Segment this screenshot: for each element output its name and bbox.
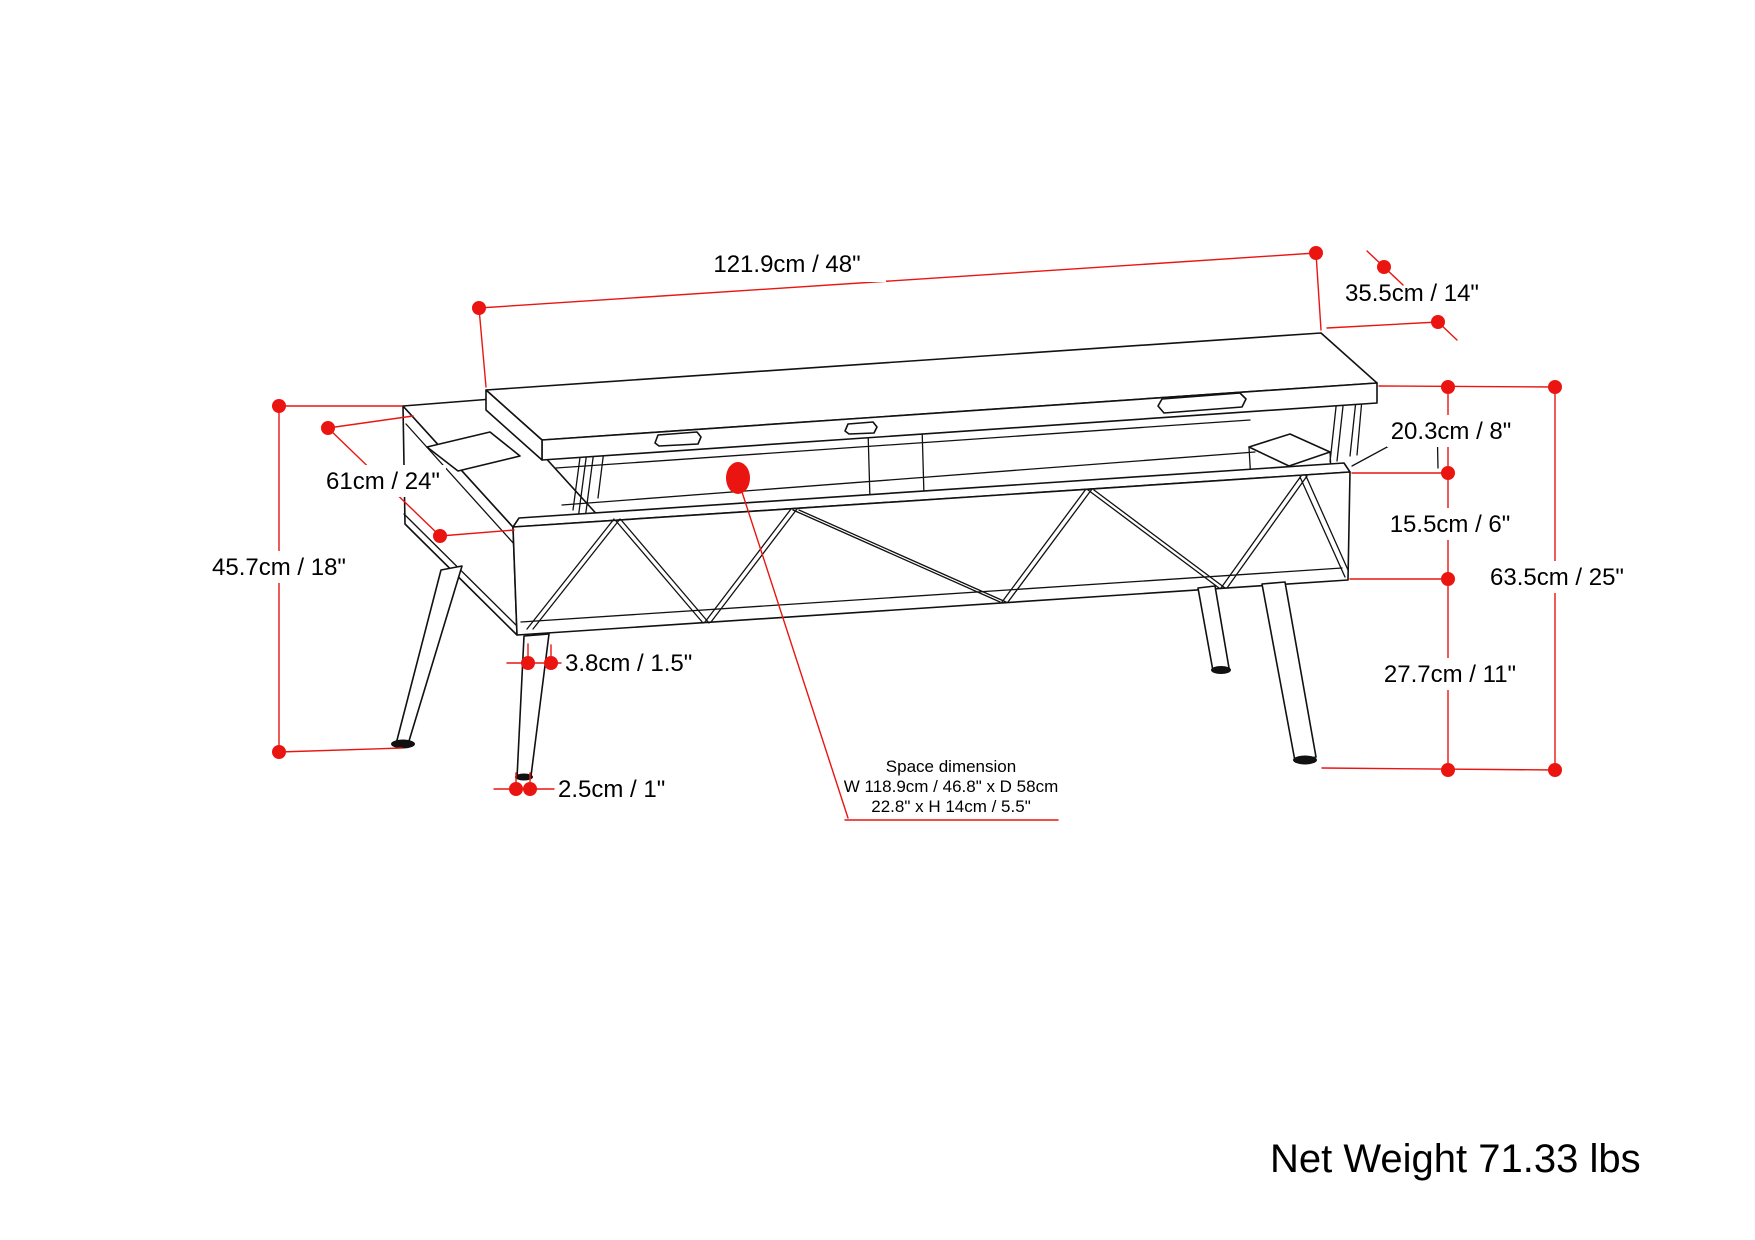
leg-front-right	[1261, 581, 1317, 762]
leg-back-left	[395, 565, 463, 745]
dim-left-height-label: 45.7cm / 18"	[212, 554, 346, 581]
dim-dot	[321, 421, 335, 435]
leg-front-left	[516, 633, 550, 779]
dim-dot	[472, 301, 486, 315]
dim-dot	[509, 782, 523, 796]
label-mask	[1387, 415, 1515, 447]
label-mask	[209, 551, 349, 583]
grip-notch-mid	[844, 421, 878, 435]
label-mask	[1486, 561, 1629, 593]
foot-back-right	[1211, 666, 1231, 674]
net-weight-label: Net Weight 71.33 lbs	[1270, 1137, 1641, 1181]
lift-mechanism-struts	[572, 396, 1363, 528]
label-mask	[321, 465, 446, 497]
dim-dot	[523, 782, 537, 796]
space-dimension-marker	[726, 462, 750, 494]
dim-dot	[1441, 572, 1455, 586]
grip-notch-left	[654, 431, 702, 447]
dimension-dots	[272, 246, 1562, 796]
lift-top-left-end	[485, 389, 543, 461]
dim-leg-foot-width-label: 2.5cm / 1"	[558, 776, 665, 803]
dim-dot	[544, 656, 558, 670]
front-face-pattern	[526, 475, 1349, 630]
dimension-annotations	[209, 246, 1629, 821]
dim-left-depth-label: 61cm / 24"	[326, 468, 440, 495]
foot-front-left	[515, 773, 533, 781]
label-mask	[1381, 658, 1520, 690]
dim-top-depth-label: 35.5cm / 14"	[1345, 280, 1479, 307]
body-front-face	[512, 471, 1351, 636]
dim-dot	[272, 399, 286, 413]
space-dimension-title: Space dimension	[886, 757, 1016, 776]
space-dimension-line1: W 118.9cm / 46.8" x D 58cm	[844, 777, 1059, 796]
foot-back-left	[391, 739, 415, 749]
interior-ledge	[426, 431, 521, 472]
dim-dot	[1431, 315, 1445, 329]
dim-dot	[1309, 246, 1323, 260]
dim-dot	[1548, 763, 1562, 777]
dim-dot	[433, 529, 447, 543]
dim-leg-top-width-label: 3.8cm / 1.5"	[565, 650, 692, 677]
space-dimension-note: Space dimension W 118.9cm / 46.8" x D 58…	[844, 757, 1059, 816]
label-mask	[1388, 508, 1513, 540]
dim-dot	[1548, 380, 1562, 394]
dim-overall-height-label: 63.5cm / 25"	[1490, 564, 1624, 591]
lift-top-handle-notch	[1157, 392, 1247, 414]
dimension-labels: 121.9cm / 48" 35.5cm / 14" 61cm / 24" 45…	[212, 251, 1641, 1181]
space-dimension-line2: 22.8" x H 14cm / 5.5"	[871, 797, 1030, 816]
dim-dot	[1377, 260, 1391, 274]
dim-dot	[272, 745, 286, 759]
dim-leg-height-label: 27.7cm / 11"	[1384, 661, 1516, 688]
dim-dot	[1441, 466, 1455, 480]
label-mask	[690, 246, 886, 282]
leg-back-right	[1197, 585, 1230, 672]
dim-lift-height-label: 20.3cm / 8"	[1391, 418, 1512, 445]
foot-front-right	[1293, 755, 1317, 765]
dim-dot	[521, 656, 535, 670]
dim-dot	[1441, 763, 1455, 777]
furniture-line-art	[391, 332, 1439, 781]
legs	[391, 565, 1317, 781]
interior-compartment	[1248, 433, 1331, 467]
dim-dot	[1441, 380, 1455, 394]
dim-cabinet-height-label: 15.5cm / 6"	[1390, 511, 1511, 538]
dim-top-length-label: 121.9cm / 48"	[713, 251, 860, 278]
